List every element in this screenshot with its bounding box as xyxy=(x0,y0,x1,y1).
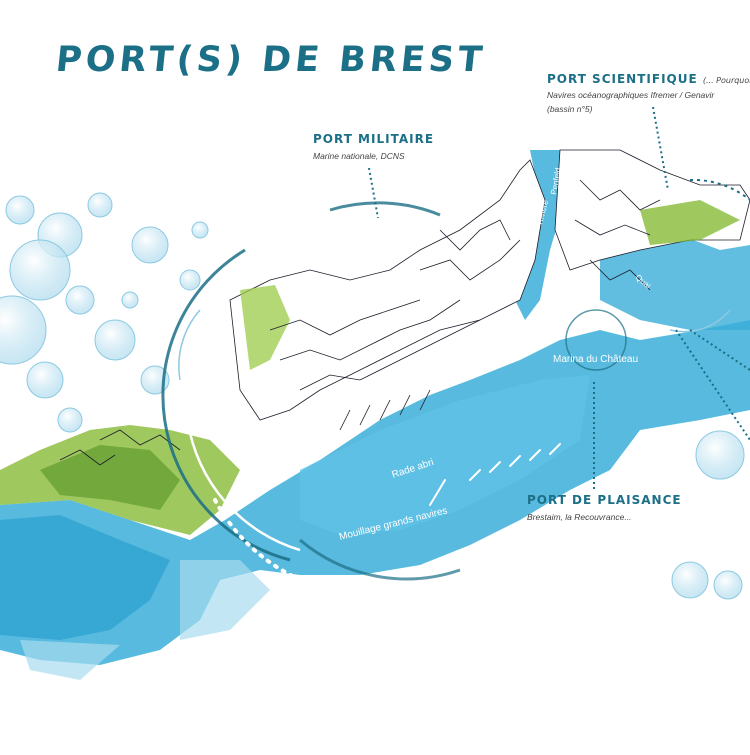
bubble-cluster-right xyxy=(671,430,745,600)
port-plaisance-heading: PORT DE PLAISANCE xyxy=(527,493,682,507)
port-scientifique-detail-2: (bassin n°5) xyxy=(547,104,593,114)
port-plaisance-detail: Brestaim, la Recouvrance... xyxy=(527,512,632,522)
arc-rings xyxy=(161,178,750,592)
port-scientifique-title: PORT SCIENTIFIQUE xyxy=(547,72,698,86)
port-scientifique-detail: Navires océanographiques Ifremer / Genav… xyxy=(547,90,715,100)
port-scientifique-heading: PORT SCIENTIFIQUE (... Pourquoi pas ?) xyxy=(547,72,750,86)
port-scientifique-note: (... Pourquoi pas ?) xyxy=(702,76,750,85)
label-marina: Marina du Château xyxy=(553,354,638,365)
dock-marks xyxy=(429,443,561,506)
land-areas xyxy=(0,149,750,535)
port-militaire-heading: PORT MILITAIRE xyxy=(313,132,435,146)
page-title: PORT(S) DE BREST xyxy=(53,40,488,80)
water-areas xyxy=(0,150,750,680)
port-militaire-detail: Marine nationale, DCNS xyxy=(313,151,405,161)
bubble-cluster xyxy=(0,192,209,433)
city-sketch xyxy=(59,179,661,466)
leader-lines xyxy=(368,106,750,490)
